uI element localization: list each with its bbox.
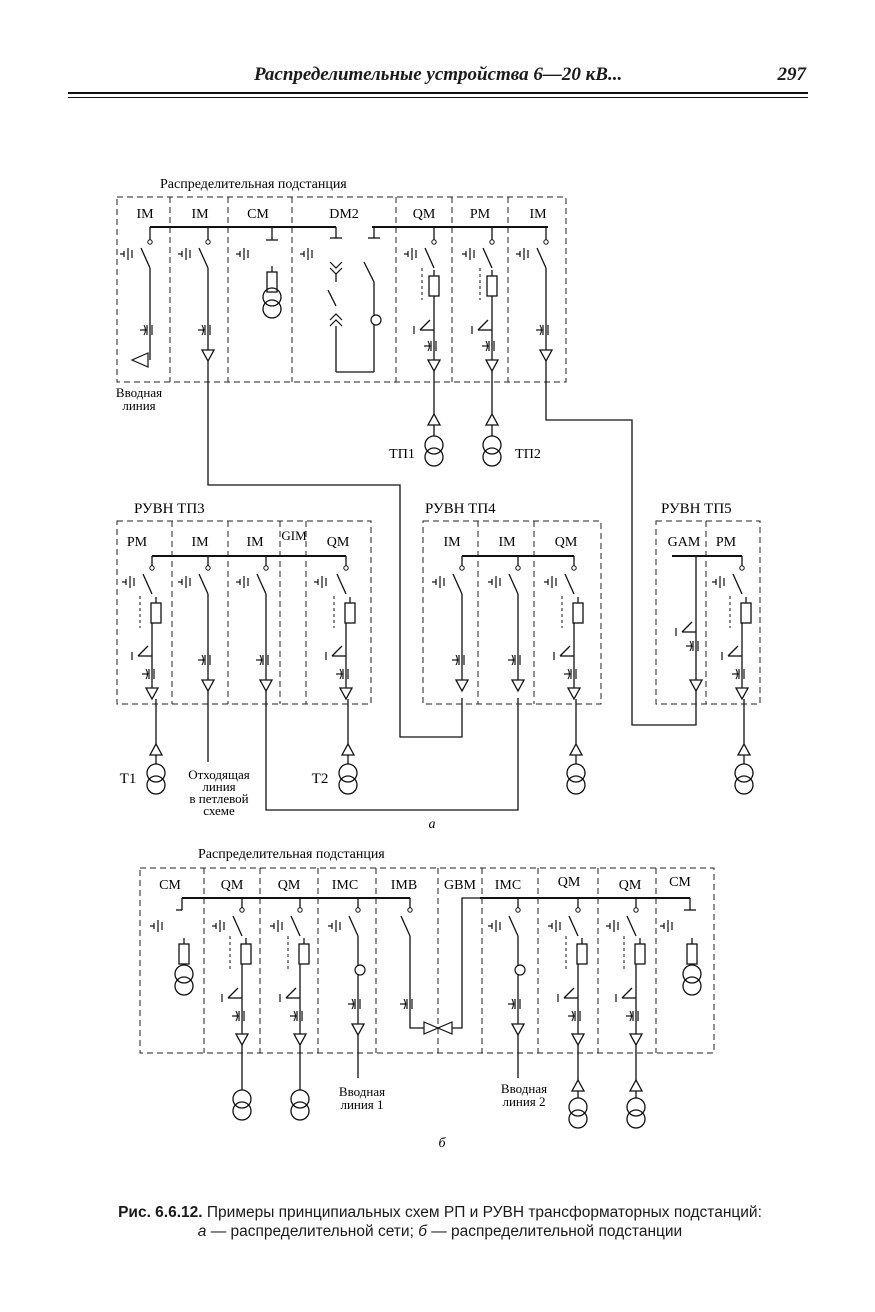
header-rule-thick [68, 92, 808, 94]
input-line-2-label: линия 2 [502, 1094, 545, 1109]
ring-cable-2 [545, 361, 697, 726]
ruvn4-im-cell [431, 556, 469, 692]
caption-mark-a: а [197, 1223, 207, 1240]
outgoing-line-label: Отходящая [188, 767, 250, 782]
figure-caption: Рис. 6.6.12. Примеры принципиальных схем… [60, 1203, 820, 1241]
ruvn5-cell-label: GAM [668, 535, 701, 550]
header-rule-thin [68, 97, 808, 98]
input-line-2-label: Вводная [501, 1081, 547, 1096]
b-cell-label: IMC [495, 878, 521, 893]
ruvn3-pm-cell [121, 556, 162, 700]
diagram-a-title: Распределительная подстанция [160, 177, 347, 192]
b-imb-cell [399, 898, 424, 1029]
b-qm-cell [605, 898, 646, 1129]
b-cell-label: IMB [391, 878, 417, 893]
b-cell-label: CM [669, 875, 691, 890]
b-cm-cell-right [659, 898, 702, 996]
ruvn3-gim-label: GIM [281, 528, 307, 543]
caption-text-a: — распределительной сети; [206, 1223, 419, 1240]
b-cell-label: GBM [444, 878, 476, 893]
top-cell-label: CM [247, 207, 269, 222]
top-cell-label: IM [191, 207, 209, 222]
caption-line-2: а — распределительной сети; б — распреде… [60, 1222, 820, 1241]
cell-im-2 [177, 227, 215, 362]
page-number: 297 [777, 64, 807, 85]
ruvn3-cell-label: IM [191, 535, 209, 550]
outgoing-line-label: линия [202, 779, 235, 794]
diagram-b-frame [139, 867, 715, 1054]
running-title: Распределительные устройства 6—20 кВ... [254, 64, 623, 85]
top-cell-label: QM [413, 207, 436, 222]
ruvn5-pm-cell [711, 556, 752, 700]
caption-text: Примеры принципиальных схем РП и РУВН тр… [202, 1204, 762, 1221]
b-imc-cell-right [487, 898, 526, 1078]
ruvn3-frame [116, 520, 372, 705]
top-cell-label: DM2 [329, 207, 359, 222]
input-line-1-label: Вводная [339, 1084, 385, 1099]
ruvn4-qm-cell [543, 556, 584, 700]
b-qm-cell [269, 898, 310, 1121]
input-line-label: линия [122, 398, 155, 413]
ring-cable-3 [265, 691, 519, 811]
tp1-label: ТП1 [389, 447, 415, 462]
b-gbm-coupler [423, 897, 480, 1035]
b-cell-label: QM [619, 878, 642, 893]
cell-qm [403, 227, 441, 372]
ruvn4-im-cell [487, 556, 525, 692]
ruvn4-cell-label: IM [443, 535, 461, 550]
ruvn5-gam-cell [675, 556, 703, 692]
top-substation-frame [116, 196, 567, 383]
cell-cm [235, 227, 282, 319]
ruvn3-title: РУВН ТП3 [134, 501, 205, 517]
b-cm-cell-left [149, 898, 194, 996]
b-cell-label: IMC [332, 878, 358, 893]
outgoing-line-label: в петлевой [189, 791, 248, 806]
page-header: Распределительные устройства 6—20 кВ... … [68, 64, 808, 104]
ruvn3-cell-label: PM [127, 535, 148, 550]
b-imc-cell-left [327, 898, 366, 1078]
ruvn4-cell-label: QM [555, 535, 578, 550]
caption-text-b: — распределительной подстанции [426, 1223, 683, 1240]
top-cell-label: PM [470, 207, 491, 222]
b-cell-label: QM [278, 878, 301, 893]
figure-number: Рис. 6.6.12. [118, 1204, 203, 1221]
b-cell-label: QM [221, 878, 244, 893]
cell-im-3 [515, 227, 553, 362]
ruvn5-title: РУВН ТП5 [661, 501, 732, 517]
ruvn3-im-cell [177, 556, 215, 692]
ruvn3-im-cell [235, 556, 273, 692]
diagram-b-title: Распределительная подстанция [198, 847, 385, 862]
ruvn3-cell-label: IM [246, 535, 264, 550]
b-qm-cell [547, 898, 588, 1129]
top-cell-label: IM [136, 207, 154, 222]
diagram-b-label: б [438, 1136, 446, 1151]
caption-mark-b: б [418, 1223, 427, 1240]
t2-label: T2 [312, 771, 329, 787]
input-line-1-label: линия 1 [340, 1097, 383, 1112]
ring-cable-1 [207, 361, 463, 738]
top-cell-label: IM [529, 207, 547, 222]
ruvn3-qm-cell [313, 556, 356, 700]
cell-im-1 [119, 227, 153, 368]
ruvn3-cell-label: QM [327, 535, 350, 550]
ruvn5-cell-label: PM [716, 535, 737, 550]
tp2-label: ТП2 [515, 447, 541, 462]
outgoing-line-label: схеме [203, 803, 235, 818]
b-cell-label: QM [558, 875, 581, 890]
ruvn4-cell-label: IM [498, 535, 516, 550]
cell-pm [461, 227, 499, 372]
ruvn4-title: РУВН ТП4 [425, 501, 496, 517]
cell-dm2 [299, 227, 382, 373]
input-line-label: Вводная [116, 385, 162, 400]
diagram-b-distribution-substation: Распределительная подстанция CM QM QM IM… [139, 847, 715, 1151]
b-qm-cell [211, 898, 252, 1121]
diagram-a-distribution-substation: Распределительная подстанция IM IM CM DM… [116, 177, 761, 832]
caption-line-1: Рис. 6.6.12. Примеры принципиальных схем… [60, 1203, 820, 1222]
b-cell-label: CM [159, 878, 181, 893]
diagram-a-label: а [429, 817, 436, 832]
ruvn4-frame [422, 520, 602, 705]
t1-label: T1 [120, 771, 137, 787]
ruvn5-frame [655, 520, 761, 705]
